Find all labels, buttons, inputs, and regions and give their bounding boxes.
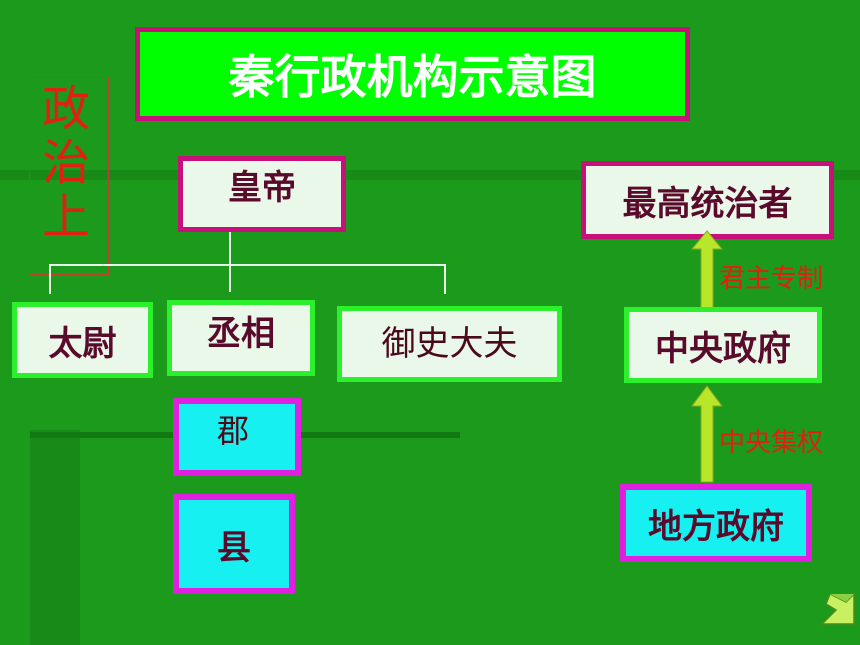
return-arrow-icon[interactable] [820, 592, 856, 626]
bg-band-left [30, 430, 80, 645]
page-title: 秦行政机构示意图 [135, 27, 690, 121]
emperor-label: 皇帝 [228, 167, 296, 208]
tree-connector-left [49, 264, 51, 294]
commandery-box: 郡 [173, 398, 301, 476]
official-label-chengxiang: 丞相 [207, 313, 275, 354]
county-label: 县 [217, 527, 251, 568]
bg-band-top [0, 170, 860, 180]
local-government-box: 地方政府 [620, 484, 812, 562]
official-label-taiwei: 太尉 [48, 323, 117, 364]
county-box: 县 [173, 494, 295, 594]
arrow-label-lower: 中央集权 [719, 428, 824, 458]
tree-connector-vertical [229, 232, 231, 292]
side-label: 政治上 [42, 81, 91, 245]
supreme-ruler-label: 最高统治者 [622, 183, 793, 224]
arrow-label-upper: 君主专制 [719, 264, 824, 294]
side-label-box: 政治上 [29, 77, 109, 275]
commandery-label: 郡 [216, 412, 249, 450]
arrow-up-lower-icon [691, 385, 723, 483]
official-label-yushidafu: 御史大夫 [381, 323, 518, 364]
tree-connector-horizontal [49, 264, 446, 266]
official-box-chengxiang: 丞相 [167, 300, 315, 376]
local-government-label: 地方政府 [648, 506, 784, 547]
tree-connector-right [444, 264, 446, 294]
central-government-box: 中央政府 [624, 307, 822, 383]
official-box-taiwei: 太尉 [12, 302, 153, 378]
supreme-ruler-box: 最高统治者 [581, 161, 834, 239]
central-government-label: 中央政府 [655, 328, 791, 369]
page-title-text: 秦行政机构示意图 [228, 50, 597, 104]
emperor-box: 皇帝 [178, 156, 346, 232]
official-box-yushidafu: 御史大夫 [337, 306, 562, 382]
